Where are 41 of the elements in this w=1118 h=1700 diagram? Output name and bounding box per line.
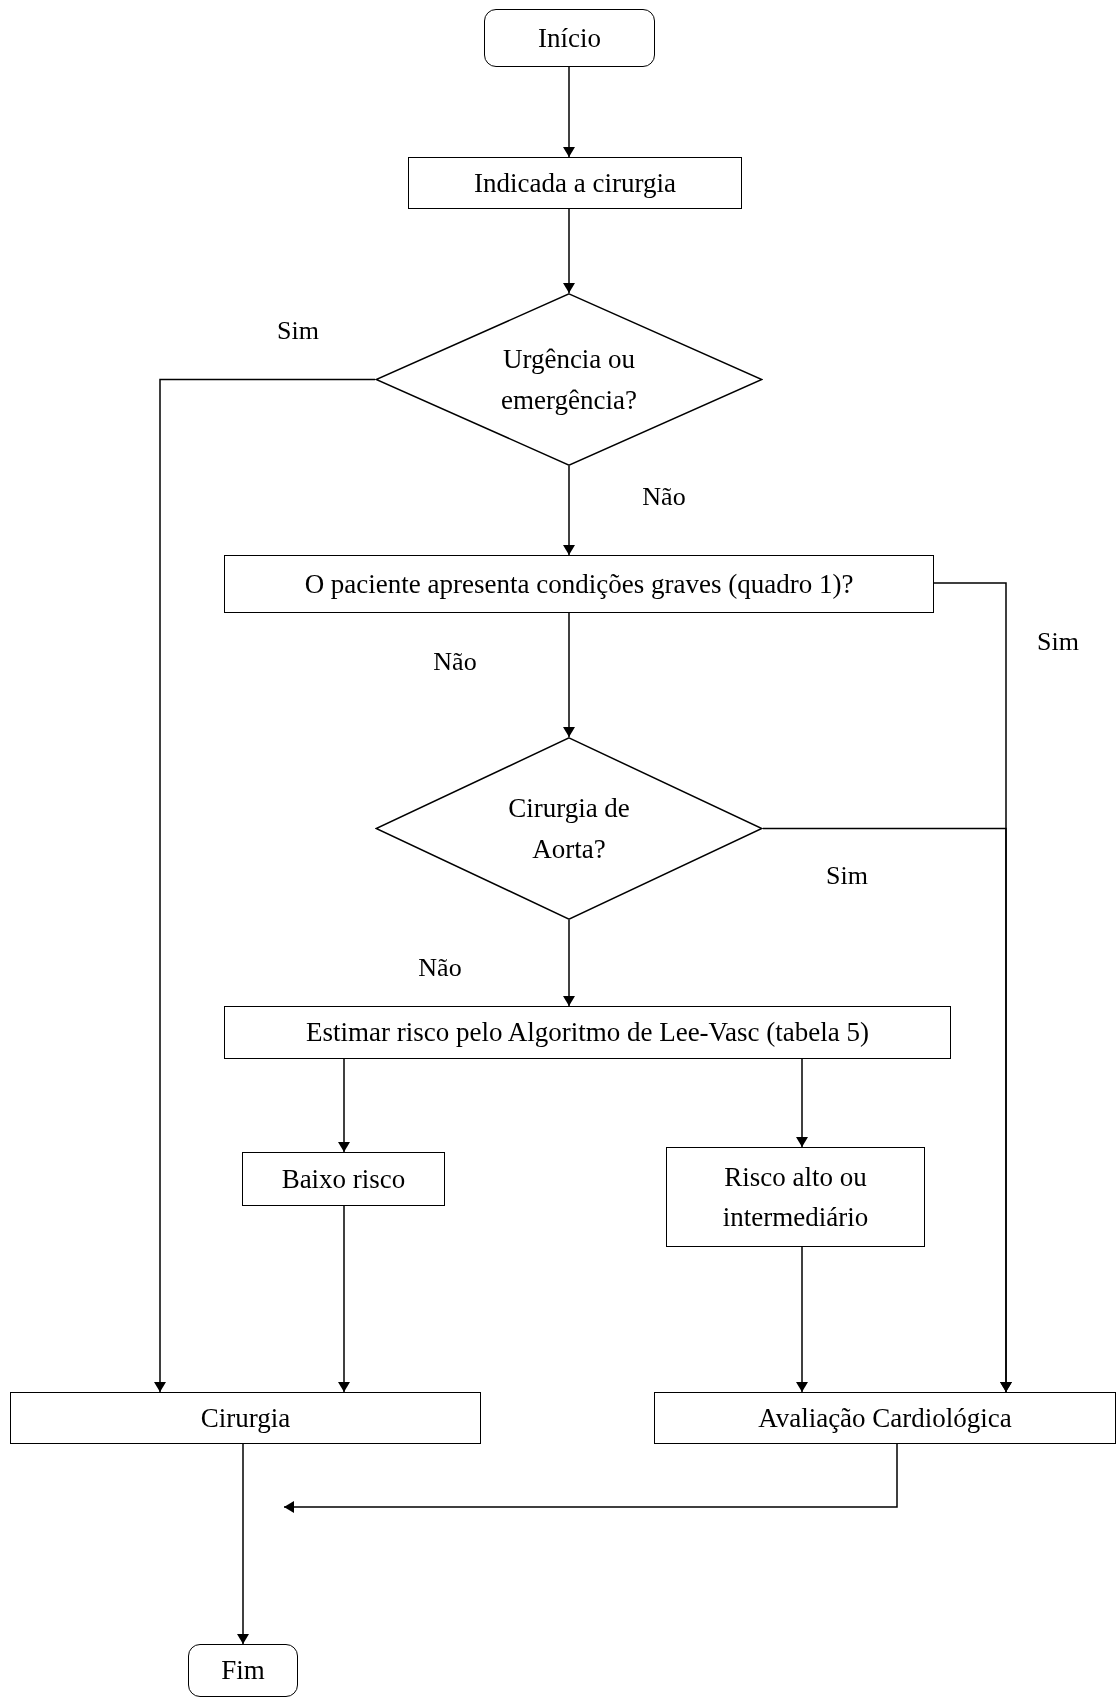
- process-box: [224, 555, 934, 613]
- edge-label: Não: [433, 647, 477, 677]
- process-box: [242, 1152, 445, 1206]
- node-text: Risco alto ou intermediário: [721, 1160, 870, 1234]
- arrow: [237, 1443, 249, 1645]
- edge-label: Não: [418, 953, 462, 983]
- node-text: Cirurgia de Aorta?: [507, 792, 631, 866]
- arrow: [283, 1443, 898, 1513]
- edge-label: Sim: [277, 316, 319, 346]
- node-text: Estimar risco pelo Algoritmo de Lee-Vasc (tabela 5): [305, 1016, 870, 1050]
- node-text: Início: [538, 21, 601, 55]
- arrow: [563, 465, 575, 556]
- node-text: Baixo risco: [281, 1162, 406, 1196]
- node-text: Indicada a cirurgia: [474, 166, 676, 200]
- node-text: O paciente apresenta condições graves (quadro 1)?: [304, 567, 854, 601]
- process-box: [10, 1392, 481, 1444]
- arrow: [762, 827, 1012, 1393]
- arrow: [563, 612, 575, 738]
- arrow: [563, 208, 575, 294]
- arrow: [796, 1246, 808, 1393]
- terminal-box: [484, 9, 655, 67]
- node-text: Urgência ou emergência?: [500, 343, 638, 417]
- edge-label: Sim: [1037, 627, 1079, 657]
- process-box: [408, 157, 742, 209]
- process-box: [224, 1006, 951, 1059]
- node-text: Cirurgia: [200, 1401, 291, 1435]
- arrow: [154, 378, 376, 1393]
- decision-diamond: [375, 737, 763, 920]
- node-text: Avaliação Cardiológica: [758, 1401, 1012, 1435]
- arrow: [563, 919, 575, 1007]
- arrow: [338, 1205, 350, 1393]
- process-box: [654, 1392, 1116, 1444]
- edge-label: Não: [642, 482, 686, 512]
- arrow: [338, 1058, 350, 1153]
- arrow: [796, 1058, 808, 1148]
- edge-label: Sim: [826, 861, 868, 891]
- node-text: Fim: [221, 1654, 265, 1688]
- arrow: [563, 66, 575, 158]
- decision-diamond: [375, 293, 763, 466]
- process-box: [666, 1147, 925, 1247]
- terminal-box: [188, 1644, 298, 1697]
